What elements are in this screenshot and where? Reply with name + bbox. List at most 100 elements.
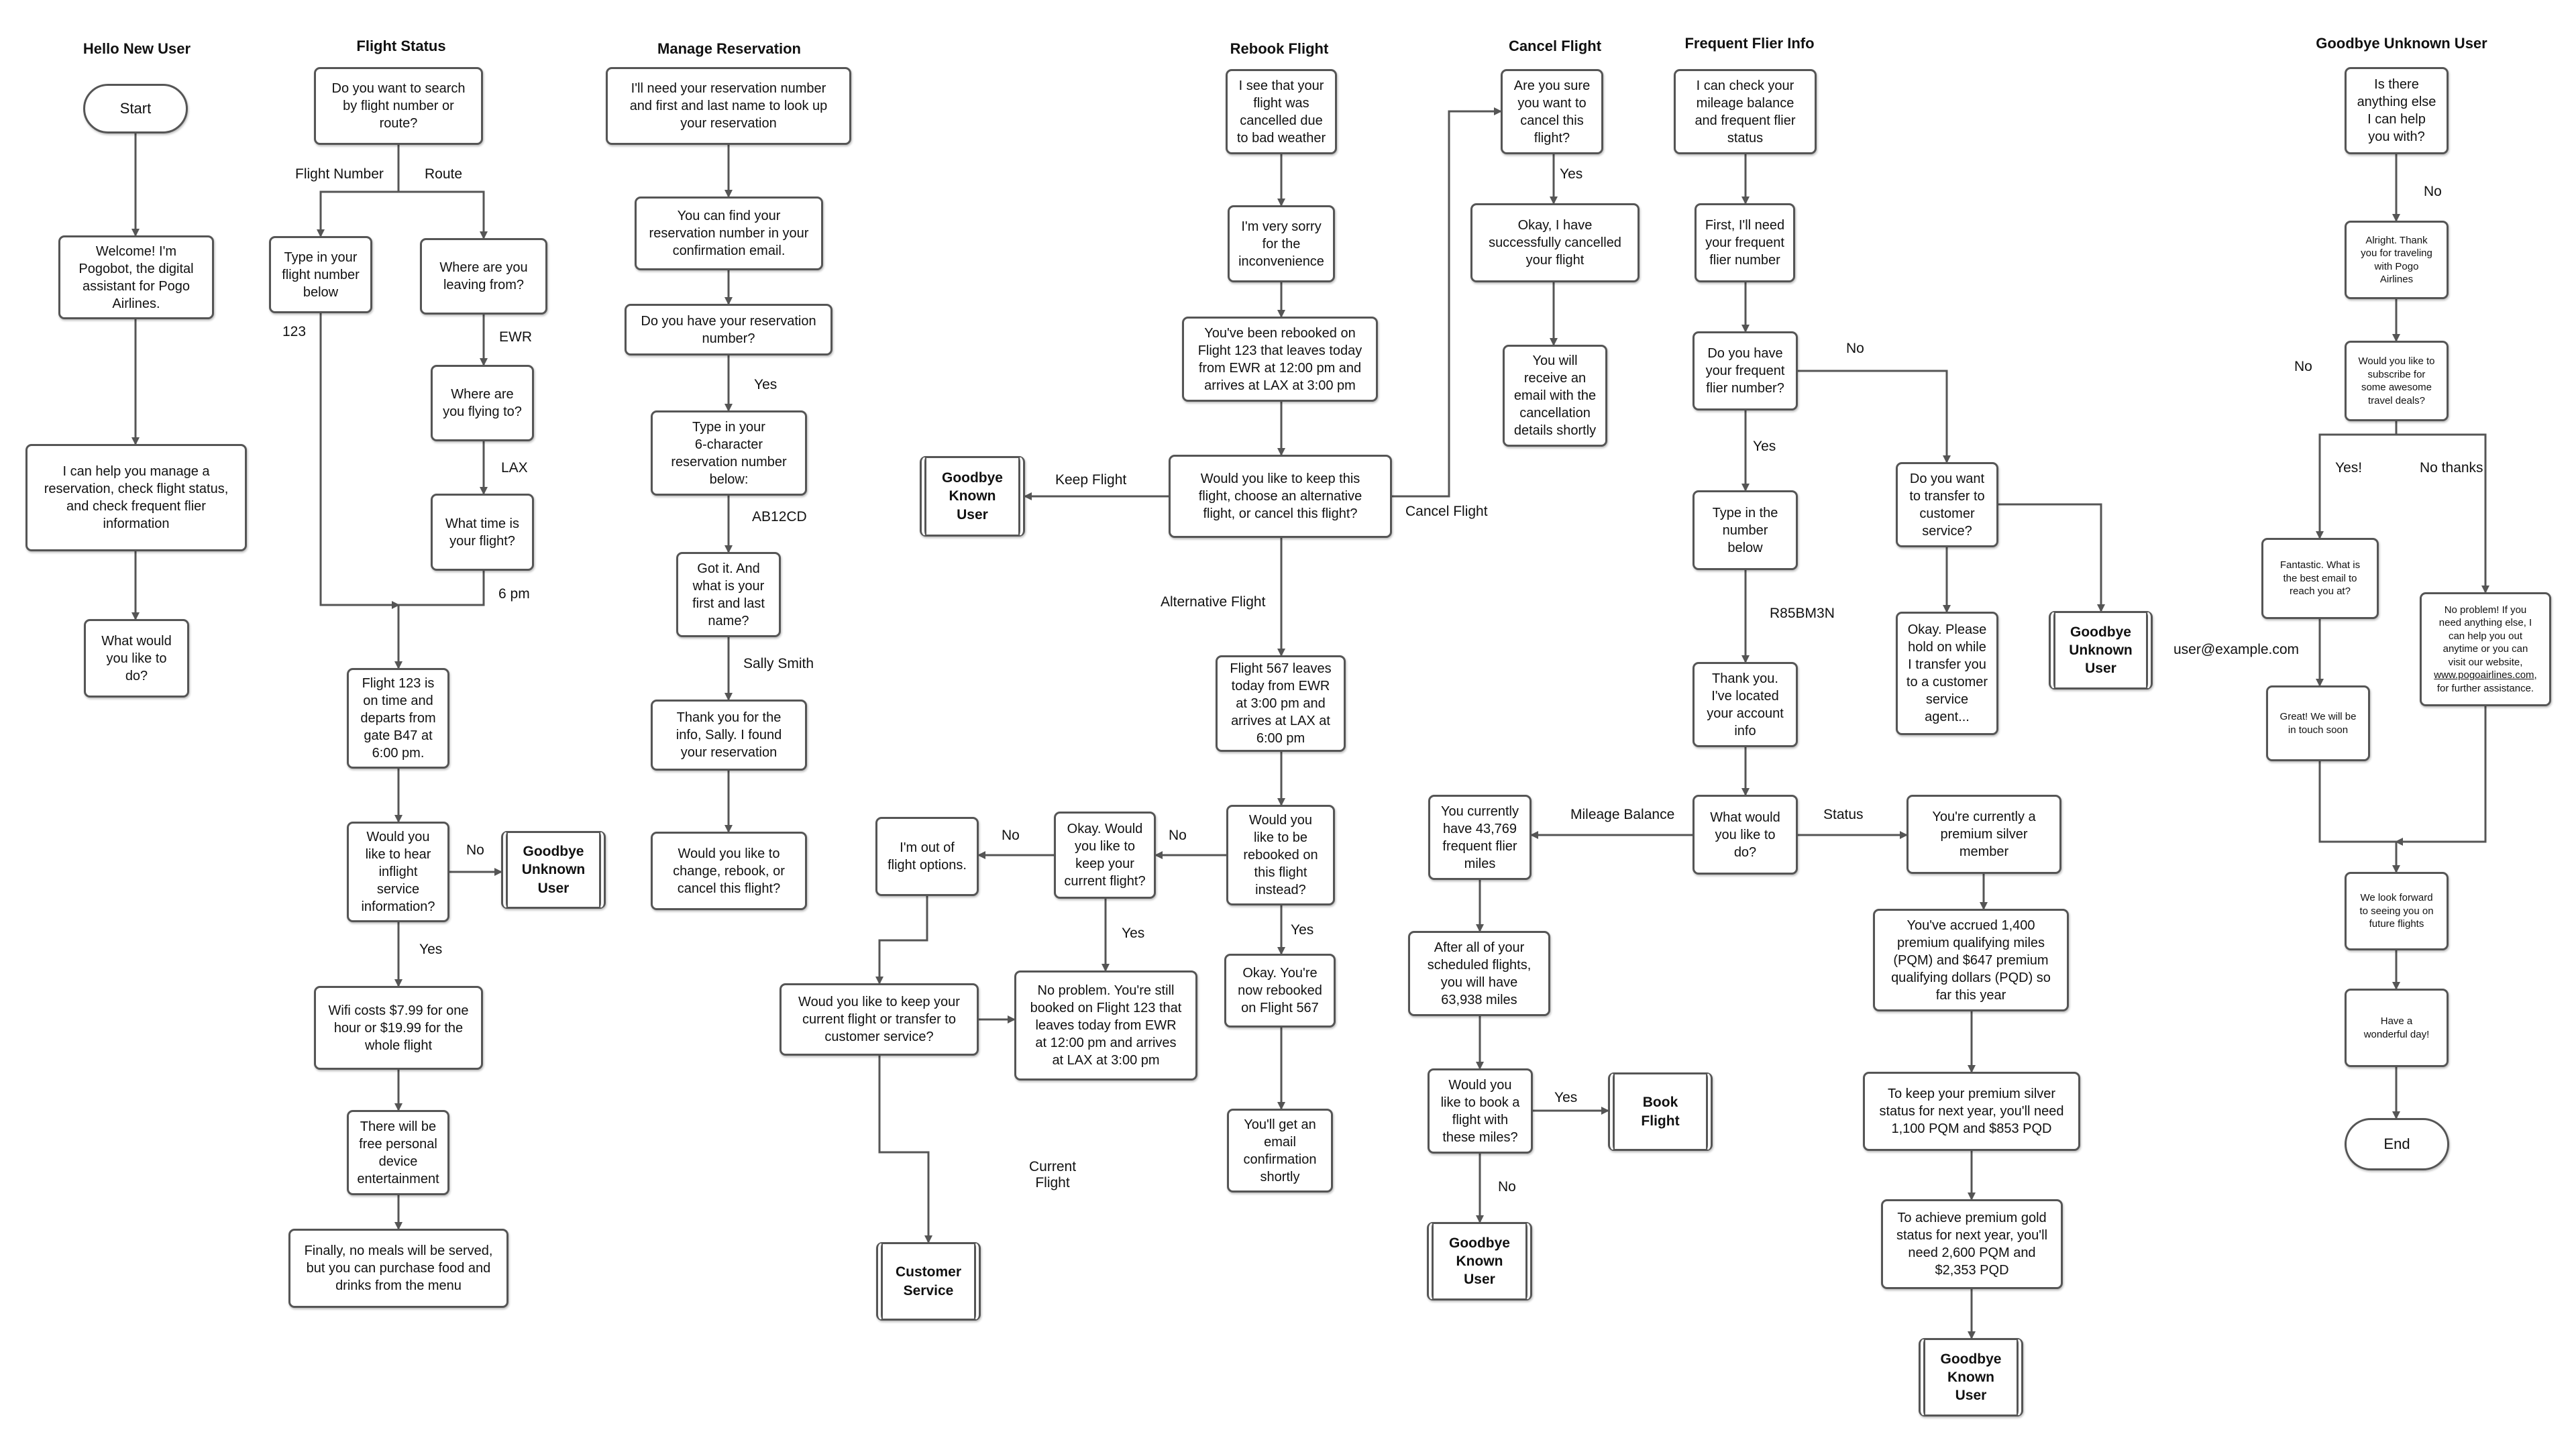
mr-change-node[interactable]: Would you like to change, rebook, or can… <box>651 832 807 910</box>
mr-have-node[interactable]: Do you have your reservation number? <box>625 304 833 355</box>
cf-sure-node[interactable]: Are you sure you want to cancel this fli… <box>1501 69 1603 154</box>
rb-out-node[interactable]: I'm out of flight options. <box>875 817 979 896</box>
label-current-flight: Current Flight <box>1029 1159 1077 1190</box>
label-ewr: EWR <box>499 329 532 345</box>
label-cancel-flight: Cancel Flight <box>1405 504 1488 519</box>
label-yes-frequent-flier: Yes <box>1753 439 1776 454</box>
mr-type6-node[interactable]: Type in your 6-character reservation num… <box>651 410 807 496</box>
rb-instead-node[interactable]: Would you like to be rebooked on this fl… <box>1226 805 1335 905</box>
label-ab12cd: AB12CD <box>752 509 807 524</box>
ff-silver-node[interactable]: You're currently a premium silver member <box>1907 795 2061 874</box>
label-yes-inflight: Yes <box>419 942 443 957</box>
lane-title-flier: Frequent Flier Info <box>1684 35 1815 52</box>
gu-noproblem-node[interactable]: No problem! If you need anything else, I… <box>2420 592 2551 706</box>
gu-wonderful-node[interactable]: Have a wonderful day! <box>2345 989 2449 1067</box>
lane-title-rebook: Rebook Flight <box>1230 40 1329 57</box>
end-node[interactable]: End <box>2345 1118 2449 1170</box>
mr-need-node[interactable]: I'll need your reservation number and fi… <box>606 67 851 145</box>
rb-email-node[interactable]: You'll get an email confirmation shortly <box>1227 1109 1333 1193</box>
gu-subscribe-node[interactable]: Would you like to subscribe for some awe… <box>2345 341 2449 421</box>
ff-book-flight-node[interactable]: Book Flight <box>1608 1072 1713 1151</box>
mr-find-node[interactable]: You can find your reservation number in … <box>635 197 823 270</box>
label-no-instead: No <box>1169 828 1187 843</box>
label-no-keep-current: No <box>1002 828 1020 843</box>
lane-title-hello: Hello New User <box>83 40 191 57</box>
ff-have-node[interactable]: Do you have your frequent flier number? <box>1693 331 1798 410</box>
label-yes-instead: Yes <box>1291 922 1314 938</box>
connector-8 <box>319 313 400 609</box>
ff-check-node[interactable]: I can check your mileage balance and fre… <box>1674 69 1817 154</box>
gu-website-link[interactable]: www.pogoairlines.com, <box>2434 669 2537 681</box>
connector-58 <box>2396 433 2489 594</box>
ff-type-node[interactable]: Type in the number below <box>1693 490 1798 570</box>
connector-61 <box>2395 706 2487 846</box>
fs-time-node[interactable]: What time is your flight? <box>431 494 534 571</box>
fs-meals-node[interactable]: Finally, no meals will be served, but yo… <box>288 1229 508 1308</box>
rb-flight567-node[interactable]: Flight 567 leaves today from EWR at 3:00… <box>1216 655 1346 752</box>
ff-need-node[interactable]: First, I'll need your frequent flier num… <box>1695 203 1795 282</box>
connector-3 <box>317 145 400 237</box>
fs-inflight-node[interactable]: Would you like to hear inflight service … <box>347 822 449 922</box>
welcome-node[interactable]: Welcome! I'm Pogobot, the digital assist… <box>58 235 214 319</box>
ff-goodbye-unknown-node[interactable]: Goodbye Unknown User <box>2049 611 2153 689</box>
fs-wifi-node[interactable]: Wifi costs $7.99 for one hour or $19.99 … <box>314 986 483 1070</box>
gu-forward-node[interactable]: We look forward to seeing you on future … <box>2345 872 2449 950</box>
ff-transfer-node[interactable]: Do you want to transfer to customer serv… <box>1896 462 1998 547</box>
label-yes-book: Yes <box>1554 1090 1578 1105</box>
label-status: Status <box>1823 807 1864 822</box>
label-yes-cancel: Yes <box>1560 166 1583 182</box>
ff-keep-silver-node[interactable]: To keep your premium silver status for n… <box>1863 1072 2080 1151</box>
label-route: Route <box>425 166 463 182</box>
gu-great-node[interactable]: Great! We will be in touch soon <box>2266 685 2370 761</box>
rb-rebooked-node[interactable]: You've been rebooked on Flight 123 that … <box>1182 317 1378 402</box>
label-123: 123 <box>282 324 307 339</box>
rb-keep-current-node[interactable]: Okay. Would you like to keep your curren… <box>1054 812 1156 899</box>
fs-type-number-node[interactable]: Type in your flight number below <box>269 236 372 313</box>
rb-keep-choice-node[interactable]: Would you like to keep this flight, choo… <box>1169 455 1392 538</box>
cf-email-node[interactable]: You will receive an email with the cance… <box>1503 345 1607 447</box>
lane-title-goodbye: Goodbye Unknown User <box>2316 35 2487 52</box>
rb-sorry-node[interactable]: I'm very sorry for the inconvenience <box>1228 205 1335 282</box>
ff-gold-node[interactable]: To achieve premium gold status for next … <box>1881 1199 2063 1289</box>
mr-thanks-node[interactable]: Thank you for the info, Sally. I found y… <box>651 700 807 771</box>
label-alternative-flight: Alternative Flight <box>1161 594 1266 610</box>
ff-goodbye-known-node-1[interactable]: Goodbye Known User <box>1427 1222 1532 1300</box>
ff-book-question-node[interactable]: Would you like to book a flight with the… <box>1428 1068 1533 1154</box>
cf-done-node[interactable]: Okay, I have successfully cancelled your… <box>1470 203 1640 282</box>
ff-goodbye-known-node-2[interactable]: Goodbye Known User <box>1919 1338 2023 1417</box>
ff-accrued-node[interactable]: You've accrued 1,400 premium qualifying … <box>1873 909 2069 1011</box>
ff-miles-node[interactable]: You currently have 43,769 frequent flier… <box>1428 795 1532 880</box>
label-yes-subscribe: Yes! <box>2335 460 2363 476</box>
ff-after-node[interactable]: After all of your scheduled flights, you… <box>1408 931 1550 1016</box>
label-yes-keep-current: Yes <box>1122 926 1145 941</box>
fs-flight123-node[interactable]: Flight 123 is on time and departs from g… <box>347 668 449 769</box>
label-yes-reservation: Yes <box>754 377 777 392</box>
rb-keep-or-transfer-node[interactable]: Woud you like to keep your current fligh… <box>780 983 979 1056</box>
mr-gotit-node[interactable]: Got it. And what is your first and last … <box>676 552 781 637</box>
fs-leaving-node[interactable]: Where are you leaving from? <box>420 238 547 315</box>
gu-assist-text: for further assistance. <box>2436 682 2534 694</box>
ff-located-node[interactable]: Thank you. I've located your account inf… <box>1693 662 1798 747</box>
gu-fantastic-node[interactable]: Fantastic. What is the best email to rea… <box>2261 538 2379 619</box>
ff-hold-node[interactable]: Okay. Please hold on while I transfer yo… <box>1896 612 1998 735</box>
help-node[interactable]: I can help you manage a reservation, che… <box>25 444 247 551</box>
ff-what-node[interactable]: What would you like to do? <box>1693 795 1798 875</box>
rb-customer-service-node[interactable]: Customer Service <box>876 1242 981 1321</box>
gu-anything-node[interactable]: Is there anything else I can help you wi… <box>2345 67 2449 154</box>
rb-still-node[interactable]: No problem. You're still booked on Fligh… <box>1014 970 1197 1080</box>
start-node[interactable]: Start <box>83 84 188 133</box>
fs-entertainment-node[interactable]: There will be free personal device enter… <box>347 1110 449 1195</box>
rb-now567-node[interactable]: Okay. You're now rebooked on Flight 567 <box>1224 954 1336 1028</box>
gu-thanks-node[interactable]: Alright. Thank you for traveling with Po… <box>2345 221 2449 299</box>
fs-goodbye-unknown-node[interactable]: Goodbye Unknown User <box>501 831 606 909</box>
connector-60 <box>2318 761 2400 873</box>
label-mileage-balance: Mileage Balance <box>1570 807 1675 822</box>
fs-flying-to-node[interactable]: Where are you flying to? <box>431 365 534 441</box>
rb-goodbye-known-node[interactable]: Goodbye Known User <box>920 456 1025 537</box>
fs-search-node[interactable]: Do you want to search by flight number o… <box>314 67 483 145</box>
connector-24 <box>1392 107 1502 498</box>
connector-34 <box>878 1056 932 1243</box>
what-do-node[interactable]: What would you like to do? <box>84 619 189 698</box>
rb-cancelled-node[interactable]: I see that your flight was cancelled due… <box>1226 69 1337 154</box>
